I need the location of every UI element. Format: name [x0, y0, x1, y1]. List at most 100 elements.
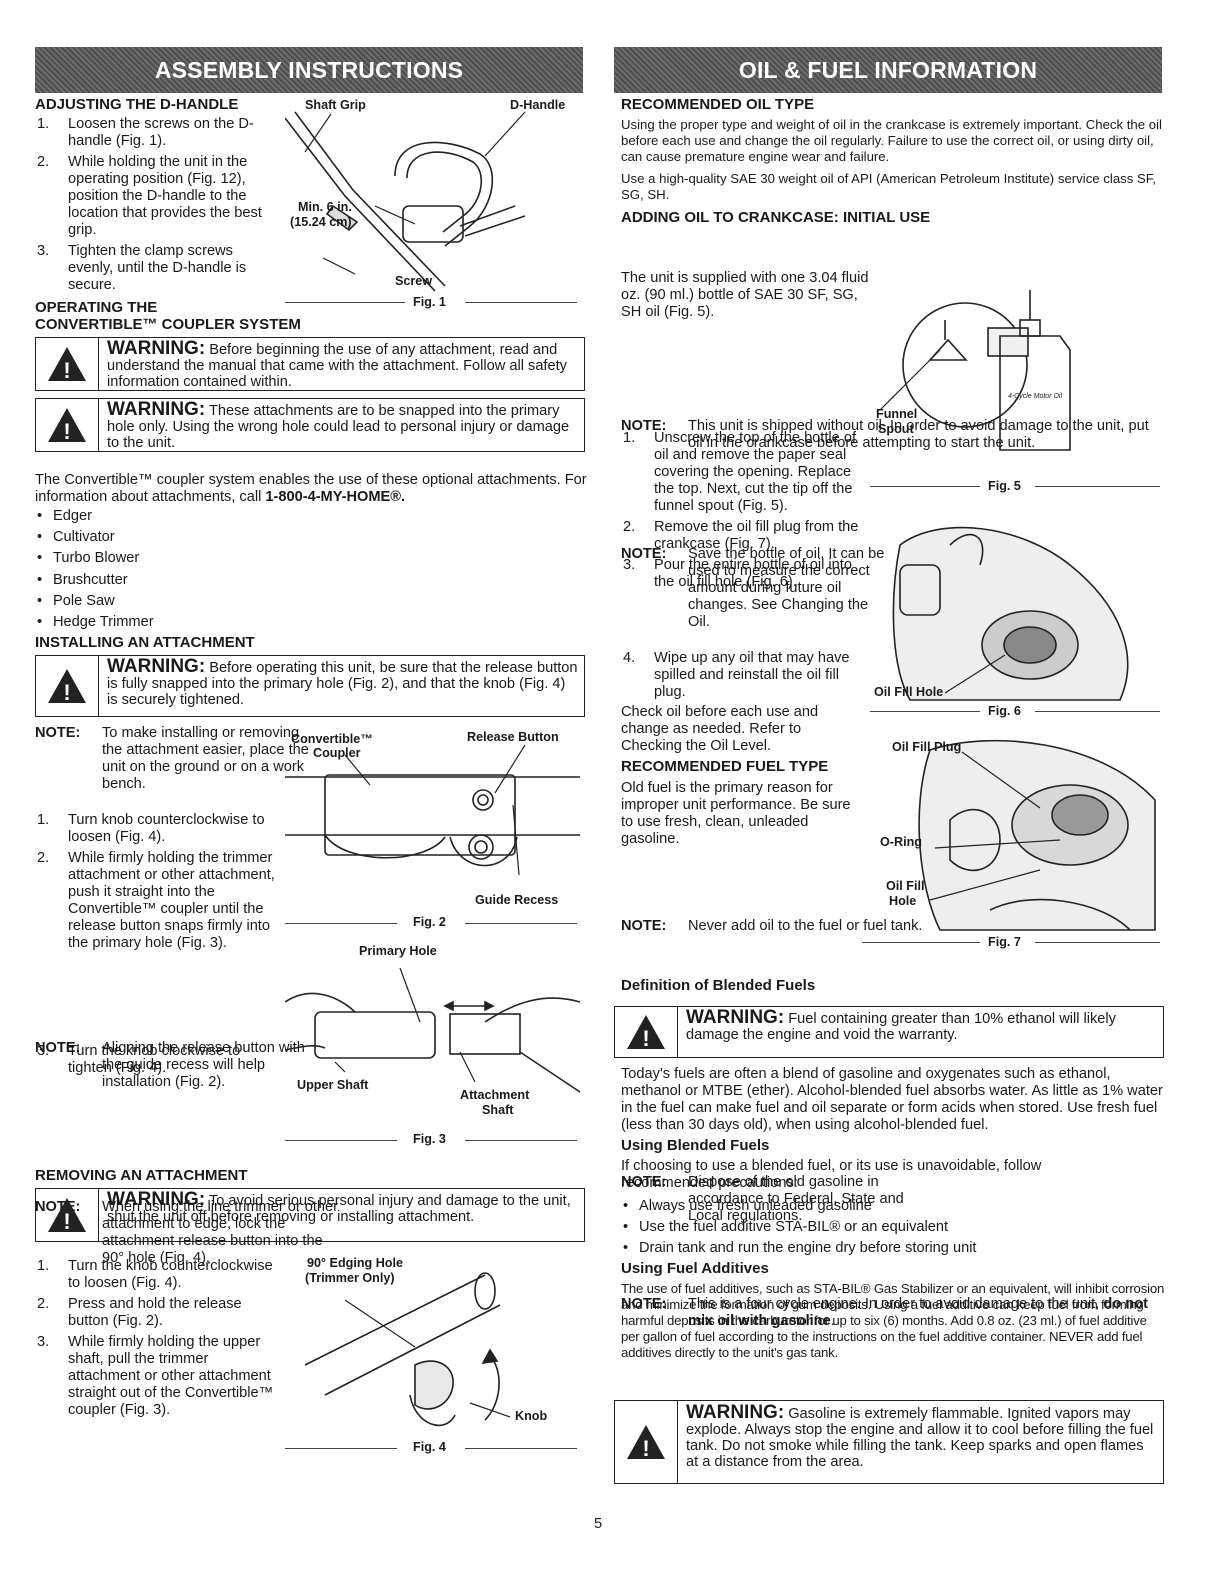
list-item: •Hedge Trimmer — [37, 614, 154, 631]
fig4-trimmer-only-label: (Trimmer Only) — [305, 1271, 395, 1285]
install-steps: 1.Turn knob counterclockwise to loosen (… — [35, 812, 275, 952]
precautions-list: •Always use fresh unleaded gasoline •Use… — [621, 1196, 977, 1260]
oil-fill-plug-illustration — [918, 739, 1156, 931]
note-never-add: NOTE:Never add oil to the fuel or fuel t… — [621, 918, 923, 934]
oil-fuel-banner-title: OIL & FUEL INFORMATION — [738, 56, 1038, 83]
dhandle-steps: 1.Loosen the screws on the D-handle (Fig… — [35, 116, 277, 294]
fig4-caption: Fig. 4 — [413, 1440, 446, 1454]
remove-steps: 1.Turn the knob counterclockwise to loos… — [35, 1258, 275, 1419]
assembly-banner-title: ASSEMBLY INSTRUCTIONS — [154, 56, 464, 83]
list-item: 3.Pour the entire bottle of oil into the… — [623, 557, 852, 590]
warning-label: WARNING: — [107, 338, 206, 359]
warning-box-flammable: ! WARNING: Gasoline is extremely flammab… — [614, 1400, 1164, 1484]
blended-definition-heading: Definition of Blended Fuels — [621, 977, 816, 994]
figure-5: 4-Cycle Motor Oil Funnel Spout Fig. 5 — [870, 280, 1165, 495]
oil-fill-hole-illustration — [892, 526, 1129, 701]
figure-3: Primary Hole Upper Shaft Attachment Shaf… — [285, 942, 585, 1147]
fig4-edging-label: 90° Edging Hole — [307, 1256, 404, 1270]
fig2-guide-label: Guide Recess — [475, 893, 559, 907]
operating-heading: OPERATING THE — [35, 299, 158, 316]
fuel-type-paragraph: Old fuel is the primary reason for impro… — [621, 780, 851, 847]
attachments-list: •Edger •Cultivator •Turbo Blower •Brushc… — [35, 506, 154, 633]
fig6-oil-fill-hole-label: Oil Fill Hole — [874, 685, 944, 699]
warning-label: WARNING: — [107, 1189, 206, 1210]
fig4-knob-label: Knob — [515, 1409, 548, 1423]
warning-label: WARNING: — [686, 1402, 785, 1423]
list-item: •Use the fuel additive STA-BIL® or an eq… — [623, 1219, 949, 1236]
fig1-dhandle-label: D-Handle — [510, 98, 566, 112]
warning-triangle-icon: ! — [36, 338, 99, 390]
figure-1: Shaft Grip D-Handle Min. 6 in. (15.24 cm… — [285, 96, 585, 318]
bottle-label: 4-Cycle Motor Oil — [1008, 393, 1063, 400]
coupler-illustration — [285, 744, 580, 876]
fig5-funnel-label: Funnel — [876, 407, 918, 421]
list-item: 1.Turn knob counterclockwise to loosen (… — [37, 812, 265, 845]
warning-triangle-icon: ! — [615, 1007, 678, 1057]
warning-label: WARNING: — [686, 1007, 785, 1028]
warning-triangle-icon: ! — [615, 1401, 678, 1483]
fuel-additives-heading: Using Fuel Additives — [621, 1260, 769, 1277]
warning-box-removing: ! WARNING: To avoid serious personal inj… — [35, 1188, 585, 1242]
list-item: 2.While holding the unit in the operatin… — [37, 154, 262, 238]
oil-supplied-text: The unit is supplied with one 3.04 fluid… — [621, 270, 869, 320]
fig2-release-label: Release Button — [467, 730, 559, 744]
oil-grade-paragraph: Use a high-quality SAE 30 weight oil of … — [621, 171, 1157, 202]
install-step-3: 3.Turn the knob clockwise to tighten (Fi… — [35, 1043, 275, 1077]
fig7-plug-label: Oil Fill Plug — [892, 740, 962, 754]
oil-bottle-illustration: 4-Cycle Motor Oil — [879, 290, 1071, 451]
fig1-min-cm-label: (15.24 cm) — [290, 215, 352, 229]
fig2-coupler-label: Convertible™ — [291, 732, 373, 746]
svg-text:!: ! — [63, 419, 70, 444]
svg-text:!: ! — [63, 1209, 70, 1234]
check-oil-text: Check oil before each use and change as … — [621, 704, 819, 754]
warning-triangle-icon: ! — [36, 1189, 99, 1241]
oil-type-heading: RECOMMENDED OIL TYPE — [621, 96, 815, 113]
fig3-caption: Fig. 3 — [413, 1132, 446, 1146]
figure-7: Oil Fill Plug O-Ring Oil Fill Hole Fig. … — [862, 730, 1165, 958]
coupler-intro: The Convertible™ coupler system enables … — [35, 472, 587, 505]
knob-illustration — [304, 1272, 511, 1427]
figure-2: Convertible™ Coupler Release Button Guid… — [285, 725, 585, 937]
svg-text:!: ! — [63, 358, 70, 383]
page-number: 5 — [594, 1516, 603, 1532]
warning-box-attachments: ! WARNING: Before beginning the use of a… — [35, 337, 585, 391]
removing-heading: REMOVING AN ATTACHMENT — [35, 1167, 248, 1184]
svg-text:!: ! — [63, 680, 70, 705]
note-shipped: NOTE:This unit is shipped without oil. I… — [621, 418, 1149, 451]
svg-text:!: ! — [642, 1436, 649, 1461]
figure-4: 90° Edging Hole (Trimmer Only) Knob Fig.… — [285, 1255, 585, 1460]
warning-triangle-icon: ! — [36, 399, 99, 451]
warning-triangle-icon: ! — [36, 656, 99, 716]
fig5-caption: Fig. 5 — [988, 479, 1021, 493]
note-save-bottle: NOTE:Save the bottle of oil. It can be u… — [621, 546, 885, 630]
list-item: 3.Turn the knob clockwise to tighten (Fi… — [37, 1043, 241, 1076]
assembly-banner: ASSEMBLY INSTRUCTIONS — [35, 47, 583, 93]
fig3-upper-shaft-label: Upper Shaft — [297, 1078, 369, 1092]
dhandle-heading: ADJUSTING THE D-HANDLE — [35, 96, 239, 113]
list-item: 2.While firmly holding the trimmer attac… — [37, 850, 275, 951]
phone-number: 1-800-4-MY-HOME®. — [265, 489, 406, 505]
list-item: 3.While firmly holding the upper shaft, … — [37, 1334, 274, 1418]
list-item: 2.Press and hold the release button (Fig… — [37, 1296, 242, 1329]
fig7-oring-label: O-Ring — [880, 835, 922, 849]
list-item: 1.Loosen the screws on the D-handle (Fig… — [37, 116, 254, 149]
warning-text: Before operating this unit, be sure that… — [107, 660, 578, 708]
warning-box-primary-hole: ! WARNING: These attachments are to be s… — [35, 398, 585, 452]
list-item: 4.Wipe up any oil that may have spilled … — [623, 650, 850, 700]
list-item: 1.Unscrew the top of the bottle of oil a… — [623, 430, 856, 514]
fig2-caption: Fig. 2 — [413, 915, 446, 929]
warning-text: These attachments are to be snapped into… — [107, 403, 570, 451]
using-blended-heading: Using Blended Fuels — [621, 1137, 770, 1154]
oil-fuel-banner: OIL & FUEL INFORMATION — [614, 47, 1162, 93]
warning-text: Fuel containing greater than 10% ethanol… — [686, 1011, 1116, 1043]
warning-text: To avoid serious personal injury and dam… — [107, 1193, 571, 1225]
oil-step-4: 4.Wipe up any oil that may have spilled … — [621, 650, 856, 701]
warning-box-ethanol: ! WARNING: Fuel containing greater than … — [614, 1006, 1164, 1058]
fuel-type-heading: RECOMMENDED FUEL TYPE — [621, 758, 829, 775]
oil-type-paragraph: Using the proper type and weight of oil … — [621, 117, 1162, 164]
fig7-hole-label-2: Hole — [889, 894, 917, 908]
list-item: 1.Turn the knob counterclockwise to loos… — [37, 1258, 273, 1291]
fig6-caption: Fig. 6 — [988, 704, 1021, 718]
fig3-primary-label: Primary Hole — [359, 944, 437, 958]
svg-text:!: ! — [642, 1026, 649, 1051]
